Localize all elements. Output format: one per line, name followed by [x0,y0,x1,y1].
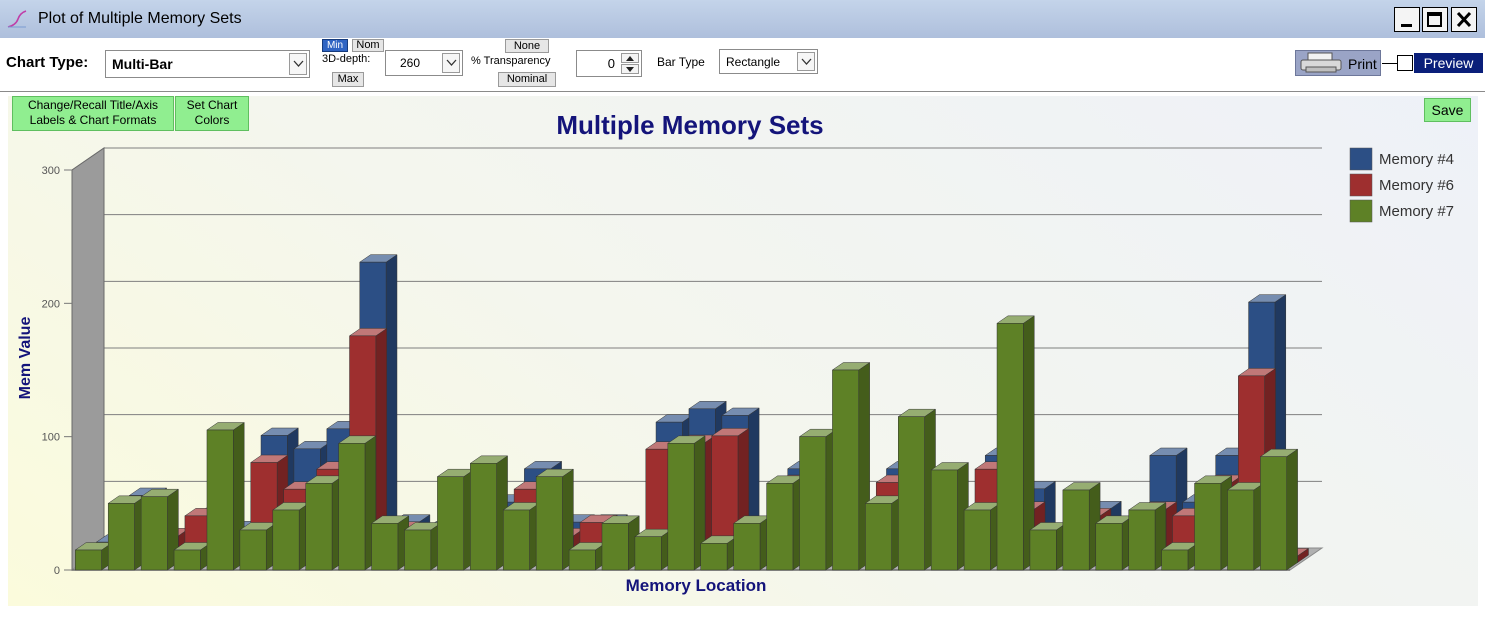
y-tick-label: 300 [42,165,60,177]
window-titlebar: Plot of Multiple Memory Sets [0,0,1485,39]
print-button[interactable]: Print [1295,50,1381,76]
chart-type-value: Multi-Bar [112,56,173,72]
bar-type-value: Rectangle [726,54,781,69]
depth-min-button[interactable]: Min [322,39,348,52]
depth-select[interactable]: 260 [385,50,463,76]
bar [601,523,629,571]
bar [173,549,201,571]
bar [1260,456,1287,571]
bar [272,509,300,571]
print-label: Print [1348,56,1377,72]
bar [206,429,234,571]
bar [930,469,958,571]
transparency-label: % Transparency [471,55,551,67]
maximize-button[interactable] [1422,7,1448,32]
bar-type-select[interactable]: Rectangle [719,49,818,74]
transparency-none-button[interactable]: None [505,39,549,53]
bar [1227,489,1255,571]
bar [1029,529,1057,571]
minimize-icon [1401,24,1412,27]
close-button[interactable] [1451,7,1477,32]
bar [470,463,497,571]
transparency-nominal-button[interactable]: Nominal [498,72,556,87]
window-title: Plot of Multiple Memory Sets [38,10,242,27]
legend-label: Memory #7 [1379,203,1454,220]
bar [1095,523,1123,571]
y-tick-label: 100 [42,432,60,444]
transparency-value: 0 [607,56,615,71]
bar [1062,489,1090,571]
chart-type-select[interactable]: Multi-Bar [105,50,310,78]
save-button[interactable]: Save [1424,98,1471,122]
bar-type-label: Bar Type [657,55,705,69]
legend-label: Memory #4 [1379,151,1454,168]
chart-title: Multiple Memory Sets [556,110,823,140]
bar [898,416,925,571]
bar [733,523,761,571]
bar [502,509,530,571]
bar [1194,483,1222,571]
legend-swatch [1349,199,1373,223]
set-colors-button[interactable]: Set Chart Colors [175,96,249,131]
preview-checkbox[interactable] [1397,55,1413,71]
bar [140,496,168,571]
toolbar: Chart Type: Multi-Bar Min Nom 3D-depth: … [0,38,1485,92]
spin-up-icon[interactable] [621,53,639,63]
chevron-down-icon [289,53,307,75]
maximize-icon [1427,12,1442,27]
chart-app-icon [7,10,27,28]
bar [75,549,102,571]
bar [634,536,662,571]
minimize-button[interactable] [1394,7,1420,32]
close-icon [1456,11,1472,28]
depth-nom-button[interactable]: Nom [352,39,384,52]
y-tick-label: 0 [54,565,60,577]
bar [568,549,596,571]
depth-label: 3D-depth: [322,53,371,65]
bar [338,443,366,571]
legend-swatch [1349,173,1373,197]
chevron-down-icon [797,52,815,71]
y-tick-label: 200 [42,298,60,310]
bar [107,503,135,571]
bar [700,543,728,571]
bar [963,509,991,571]
preview-label[interactable]: Preview [1414,53,1483,73]
bar [404,529,432,571]
depth-value: 260 [400,56,421,70]
x-axis-label: Memory Location [626,576,767,595]
bar [996,323,1024,571]
bar [239,529,267,571]
bar [667,443,695,571]
bar [1161,549,1189,571]
chevron-down-icon [442,53,460,73]
depth-max-button[interactable]: Max [332,72,364,87]
left-wall [71,147,105,571]
bar [371,523,399,571]
bar-side [385,254,398,556]
bar [799,436,827,571]
legend-label: Memory #6 [1379,177,1454,194]
transparency-spinner[interactable]: 0 [576,50,642,77]
series-3 [74,315,1299,571]
chart-type-label: Chart Type: [6,54,89,71]
legend-swatch [1349,147,1373,171]
bar [766,483,794,571]
connector-line [1382,63,1397,64]
bar [832,369,860,571]
bar [305,483,333,571]
change-labels-button[interactable]: Change/Recall Title/Axis Labels & Chart … [12,96,174,131]
bar [535,476,563,571]
spin-down-icon[interactable] [621,64,639,74]
printer-icon [1300,52,1342,73]
bar [437,476,464,571]
bar [865,503,892,571]
bar-side [1286,448,1298,571]
bar [1128,509,1156,571]
y-axis-label: Mem Value [17,317,34,400]
